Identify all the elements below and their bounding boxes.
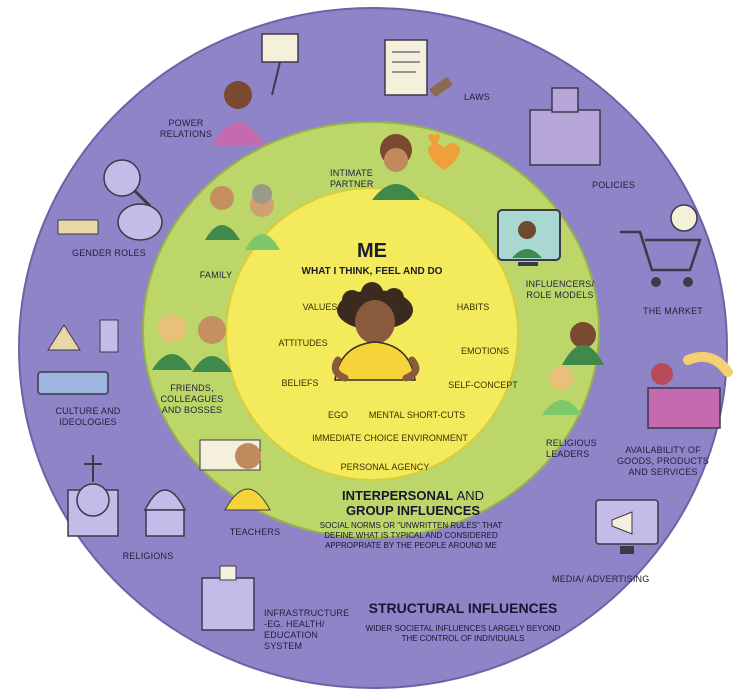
teacher-illustration <box>199 439 271 511</box>
label-religious-leaders: RELIGIOUS LEADERS <box>546 438 597 459</box>
label-policies: POLICIES <box>592 180 636 190</box>
infrastructure-hospital-illustration <box>201 565 255 631</box>
me-title: ME <box>357 240 387 262</box>
core-values: VALUES <box>302 302 338 312</box>
culture-illustration <box>37 319 119 395</box>
family-illustration <box>205 184 280 250</box>
core-mental-shortcuts: MENTAL SHORT-CUTS <box>368 410 466 420</box>
religions-illustration <box>67 455 187 537</box>
core-immediate-choice: IMMEDIATE CHOICE ENVIRONMENT <box>312 433 468 443</box>
label-power-relations: POWER RELATIONS <box>159 118 213 139</box>
friends-illustration <box>152 314 232 372</box>
label-religions: RELIGIONS <box>122 551 174 561</box>
interpersonal-title: INTERPERSONAL AND GROUP INFLUENCES <box>318 488 508 518</box>
interpersonal-title-and: AND <box>456 488 485 503</box>
label-gender-roles: GENDER ROLES <box>72 248 146 258</box>
label-family: FAMILY <box>199 270 233 280</box>
me-subtitle: WHAT I THINK, FEEL AND DO <box>301 266 443 277</box>
core-beliefs: BELIEFS <box>281 378 319 388</box>
structural-title: STRUCTURAL INFLUENCES <box>368 600 558 616</box>
power-relations-illustration <box>212 33 299 145</box>
interpersonal-description: SOCIAL NORMS OR "UNWRITTEN RULES" THAT D… <box>319 521 503 550</box>
laws-scroll-illustration <box>384 39 453 97</box>
core-ego: EGO <box>327 410 348 420</box>
religious-leaders-illustration <box>542 322 604 415</box>
interpersonal-title-line2: GROUP INFLUENCES <box>345 503 481 518</box>
label-culture: CULTURE AND IDEOLOGIES <box>55 406 121 427</box>
label-intimate-partner: INTIMATE PARTNER <box>330 168 374 189</box>
gender-roles-illustration <box>57 159 163 241</box>
label-teachers: TEACHERS <box>229 527 281 537</box>
media-screen-illustration <box>595 499 659 554</box>
core-emotions: EMOTIONS <box>460 346 509 356</box>
policies-building-illustration <box>529 87 601 166</box>
intimate-partner-illustration <box>372 134 460 200</box>
core-attitudes: ATTITUDES <box>278 338 328 348</box>
label-media: MEDIA/ ADVERTISING <box>552 574 650 584</box>
influencer-screen-illustration <box>497 209 561 266</box>
core-personal-agency: PERSONAL AGENCY <box>340 462 430 472</box>
label-laws: LAWS <box>464 92 490 102</box>
market-cart-illustration <box>620 204 702 287</box>
label-the-market: THE MARKET <box>643 306 704 316</box>
label-availability: AVAILABILITY OF GOODS, PRODUCTS AND SERV… <box>616 445 709 477</box>
core-habits: HABITS <box>456 302 490 312</box>
goods-illustration <box>647 352 733 429</box>
structural-description: WIDER SOCIETAL INFLUENCES LARGELY BEYOND… <box>365 624 561 643</box>
me-figure-illustration <box>331 282 420 382</box>
interpersonal-title-bold: INTERPERSONAL <box>341 488 453 503</box>
label-influencers: INFLUENCERS/ ROLE MODELS <box>525 279 595 300</box>
label-infrastructure: INFRASTRUCTURE -EG. HEALTH/ EDUCATION SY… <box>264 608 350 651</box>
core-self-concept: SELF-CONCEPT <box>448 380 518 390</box>
label-friends: FRIENDS, COLLEAGUES AND BOSSES <box>160 383 224 415</box>
